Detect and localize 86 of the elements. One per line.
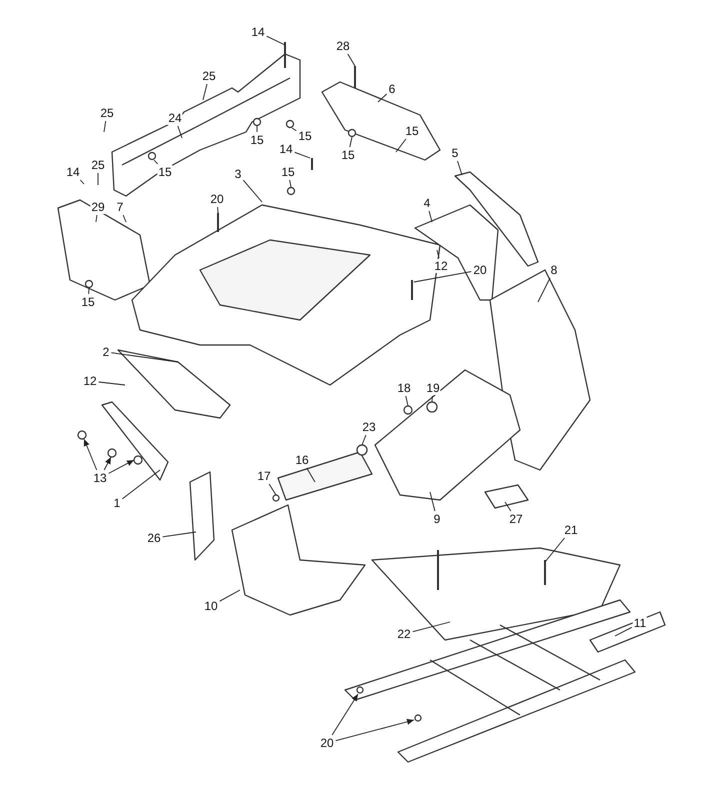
callout-number: 11	[632, 616, 648, 630]
callout-number: 15	[157, 165, 173, 179]
leader-line	[306, 468, 316, 482]
callout-number: 29	[90, 200, 106, 214]
leader-line	[414, 271, 472, 282]
leader-line	[98, 382, 126, 386]
leader-line	[202, 84, 208, 100]
callout-number: 25	[201, 69, 217, 83]
callout-number: 20	[209, 192, 225, 206]
leader-line	[430, 492, 436, 512]
callout-number: 15	[280, 165, 296, 179]
leader-line	[219, 590, 240, 602]
callout-number: 25	[90, 158, 106, 172]
leader-line	[457, 160, 462, 176]
leader-line	[504, 502, 512, 512]
leader-line	[436, 250, 440, 258]
leader-line	[177, 126, 182, 138]
leader-line	[428, 210, 432, 222]
callout-number: 17	[256, 469, 272, 483]
callout-number: 22	[396, 627, 412, 641]
leader-arrow	[104, 456, 112, 470]
callout-number: 15	[297, 129, 313, 143]
callout-number: 10	[203, 599, 219, 613]
leader-line	[362, 434, 366, 446]
leader-line	[538, 278, 550, 302]
leader-line	[289, 180, 292, 188]
leader-line	[405, 396, 408, 406]
leader-line	[80, 180, 84, 184]
callout-number: 27	[508, 512, 524, 526]
leader-line	[294, 152, 310, 158]
leader-line	[432, 396, 433, 402]
leader-line	[614, 626, 632, 636]
leader-line	[349, 136, 352, 148]
callout-number: 12	[82, 374, 98, 388]
leader-line	[268, 484, 276, 496]
callout-number: 20	[472, 263, 488, 277]
callout-number: 26	[146, 531, 162, 545]
leader-line	[96, 214, 98, 222]
leader-line	[110, 352, 178, 362]
callout-number: 14	[65, 165, 81, 179]
leader-line	[122, 214, 126, 222]
callout-number: 14	[278, 142, 294, 156]
callout-number: 8	[550, 263, 558, 277]
callout-number: 14	[250, 25, 266, 39]
callout-number: 18	[396, 381, 412, 395]
leader-line	[122, 470, 160, 500]
callout-number: 15	[340, 148, 356, 162]
leader-line	[154, 160, 158, 164]
callout-number: 16	[294, 453, 310, 467]
leader-line	[544, 538, 565, 562]
callout-number: 1	[112, 496, 122, 510]
callout-number: 2	[102, 345, 110, 359]
callout-number: 25	[99, 106, 115, 120]
callout-number: 28	[335, 39, 351, 53]
leader-arrow	[335, 718, 414, 742]
callout-number: 13	[92, 471, 108, 485]
callout-number: 20	[319, 736, 335, 750]
leader-line	[347, 54, 356, 66]
callout-number: 5	[450, 146, 460, 160]
callout-number: 9	[432, 512, 442, 526]
callout-number: 6	[388, 82, 396, 96]
callout-number: 24	[167, 111, 183, 125]
callout-number: 12	[433, 259, 449, 273]
leader-arrow	[84, 438, 98, 470]
callout-number: 15	[249, 133, 265, 147]
callout-number: 3	[234, 167, 242, 181]
leader-line	[378, 94, 388, 102]
leader-arrow	[332, 694, 358, 736]
callout-number: 15	[404, 124, 420, 138]
leader-line	[256, 126, 258, 132]
callout-number: 21	[563, 523, 579, 537]
leader-line	[396, 138, 406, 152]
leader-line	[266, 36, 286, 46]
leader-arrow	[108, 460, 134, 474]
leader-line	[292, 128, 297, 132]
callout-number: 7	[116, 200, 124, 214]
callout-number: 23	[361, 420, 377, 434]
callout-number: 19	[425, 381, 441, 395]
leader-line	[242, 180, 262, 202]
callout-number: 15	[80, 295, 96, 309]
leader-line	[88, 288, 90, 294]
leader-line	[104, 120, 106, 132]
leader-line	[412, 622, 450, 632]
callout-number: 4	[422, 196, 432, 210]
leader-line	[217, 206, 218, 214]
leader-line	[162, 532, 196, 538]
